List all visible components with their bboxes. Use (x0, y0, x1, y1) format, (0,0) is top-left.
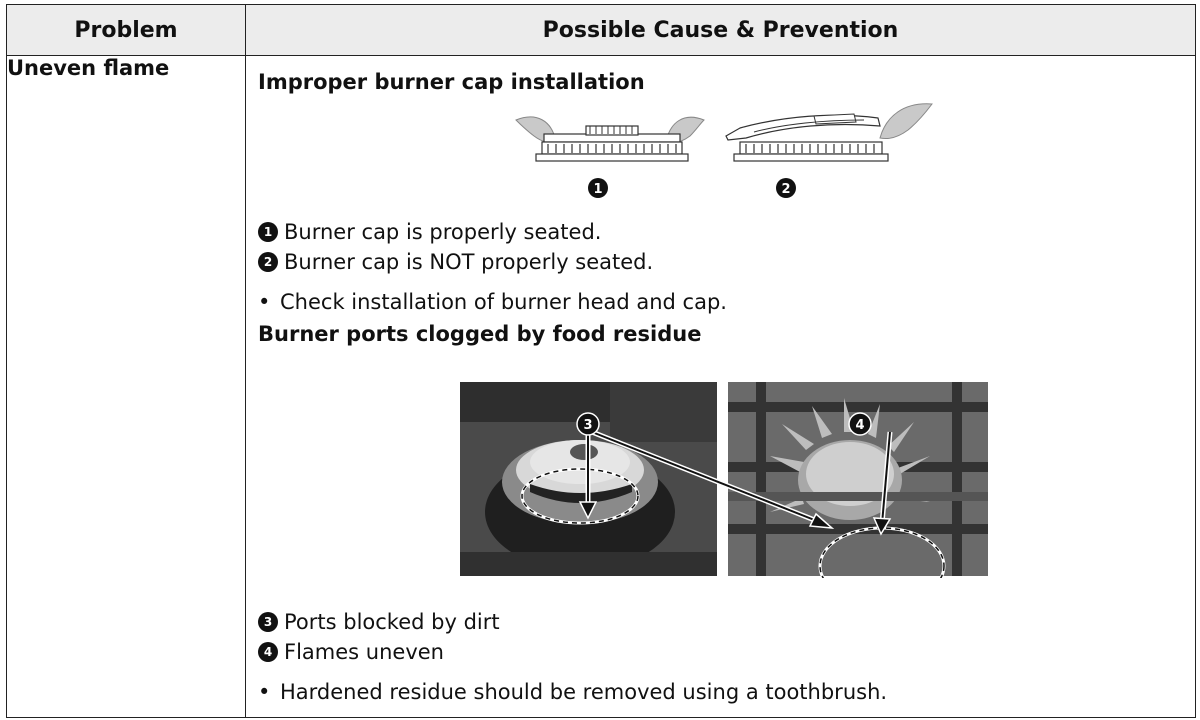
svg-text:1: 1 (593, 182, 602, 197)
section2-title: Burner ports clogged by food residue (258, 322, 702, 346)
bullet-text: Hardened residue should be removed using… (280, 680, 888, 704)
item-text: Burner cap is properly seated. (284, 220, 602, 244)
figure-badge-2: 2 (776, 178, 796, 198)
number-badge: 3 (258, 612, 278, 632)
photo-ports-blocked (460, 382, 717, 576)
burner-cap-illustration: 1 2 (515, 103, 933, 198)
section1-item-1: 1 Burner cap is properly seated. (258, 220, 601, 244)
section2-item-4: 4 Flames uneven (258, 640, 444, 664)
section1-item-2: 2 Burner cap is NOT properly seated. (258, 250, 653, 274)
number-badge: 4 (258, 642, 278, 662)
figure-badge-3: 3 (576, 412, 600, 436)
burner-not-seated-drawing (725, 103, 933, 162)
table-row: Uneven flame Improper burner cap install… (6, 55, 1196, 718)
section2-bullet: •Hardened residue should be removed usin… (258, 680, 888, 704)
svg-text:4: 4 (855, 418, 864, 433)
header-problem: Problem (6, 4, 246, 56)
burner-properly-seated-drawing (515, 116, 705, 162)
figure-badge-1: 1 (588, 178, 608, 198)
svg-text:2: 2 (781, 182, 790, 197)
cause-cell: Improper burner cap installation (245, 55, 1196, 718)
bullet-text: Check installation of burner head and ca… (280, 290, 727, 314)
section2-item-3: 3 Ports blocked by dirt (258, 610, 500, 634)
svg-text:3: 3 (583, 418, 592, 433)
clogged-ports-photos: 3 4 (460, 382, 988, 578)
figure-badge-4: 4 (848, 412, 872, 436)
item-text: Ports blocked by dirt (284, 610, 500, 634)
number-badge: 2 (258, 252, 278, 272)
troubleshooting-table: Problem Possible Cause & Prevention Unev… (6, 4, 1196, 718)
section1-title: Improper burner cap installation (258, 70, 645, 94)
number-badge: 1 (258, 222, 278, 242)
item-text: Burner cap is NOT properly seated. (284, 250, 654, 274)
item-text: Flames uneven (284, 640, 444, 664)
pointer-arrows (578, 429, 893, 536)
photo-flames-uneven (728, 382, 988, 578)
section1-bullet: •Check installation of burner head and c… (258, 290, 727, 314)
problem-cell: Uneven flame (6, 55, 246, 718)
table-header-row: Problem Possible Cause & Prevention (6, 4, 1196, 56)
header-cause: Possible Cause & Prevention (245, 4, 1196, 56)
